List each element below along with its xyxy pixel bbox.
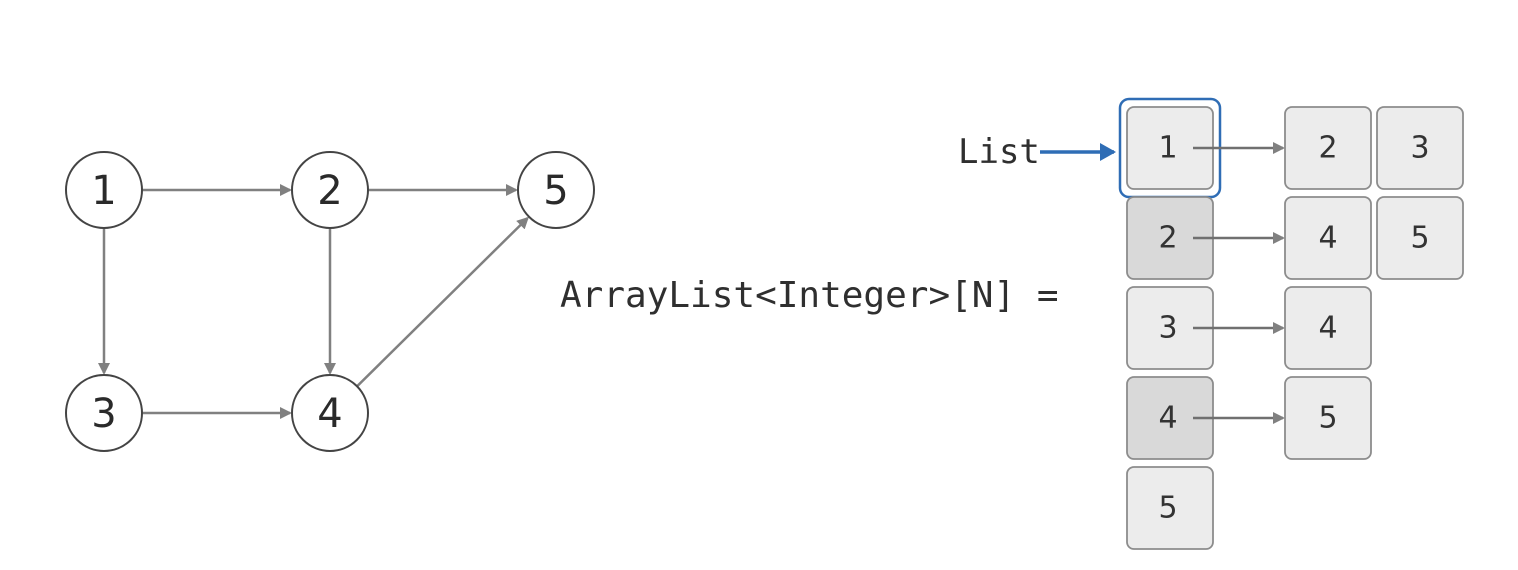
adjacency-row-1: 1 2 3 bbox=[1118, 97, 1464, 199]
neighbor-box bbox=[1284, 376, 1372, 460]
graph-node-circle bbox=[65, 374, 143, 452]
graph-edges bbox=[98, 184, 529, 419]
adjacency-row-5: 5 bbox=[1126, 466, 1214, 550]
graph-node-3: 3 bbox=[65, 374, 143, 452]
neighbor-label: 3 bbox=[1410, 131, 1429, 166]
neighbor-box bbox=[1284, 106, 1372, 190]
list-pointer: List bbox=[958, 132, 1116, 172]
array-index-label: 1 bbox=[1158, 131, 1177, 166]
array-index-label: 5 bbox=[1158, 491, 1177, 526]
neighbor-label: 5 bbox=[1410, 221, 1429, 256]
graph-node-5: 5 bbox=[517, 151, 595, 229]
graph-node-circle bbox=[291, 151, 369, 229]
neighbor-label: 2 bbox=[1318, 131, 1337, 166]
neighbor-box bbox=[1376, 196, 1464, 280]
graph-edge-4-5 bbox=[356, 216, 529, 388]
graph-node-label: 1 bbox=[91, 168, 116, 214]
graph-nodes: 1 2 5 3 4 bbox=[65, 151, 595, 452]
array-index-label: 3 bbox=[1158, 311, 1177, 346]
array-index-label: 4 bbox=[1158, 401, 1177, 436]
graph-node-4: 4 bbox=[291, 374, 369, 452]
adjacency-row-2: 2 4 5 bbox=[1126, 196, 1464, 280]
graph-node-label: 2 bbox=[317, 168, 342, 214]
arraylist-declaration: ArrayList<Integer>[N] = bbox=[560, 275, 1059, 316]
neighbor-box bbox=[1284, 196, 1372, 280]
neighbor-box bbox=[1376, 106, 1464, 190]
graph-node-label: 4 bbox=[317, 391, 342, 437]
neighbor-box bbox=[1284, 286, 1372, 370]
graph-node-2: 2 bbox=[291, 151, 369, 229]
neighbor-label: 4 bbox=[1318, 311, 1337, 346]
graph-node-label: 3 bbox=[91, 391, 116, 437]
array-index-box bbox=[1126, 466, 1214, 550]
graph-node-circle bbox=[65, 151, 143, 229]
neighbor-label: 5 bbox=[1318, 401, 1337, 436]
graph-node-circle bbox=[517, 151, 595, 229]
graph-node-label: 5 bbox=[543, 168, 568, 214]
graph-node-circle bbox=[291, 374, 369, 452]
list-pointer-label: List bbox=[958, 132, 1040, 172]
array-index-label: 2 bbox=[1158, 221, 1177, 256]
neighbor-label: 4 bbox=[1318, 221, 1337, 256]
graph-node-1: 1 bbox=[65, 151, 143, 229]
